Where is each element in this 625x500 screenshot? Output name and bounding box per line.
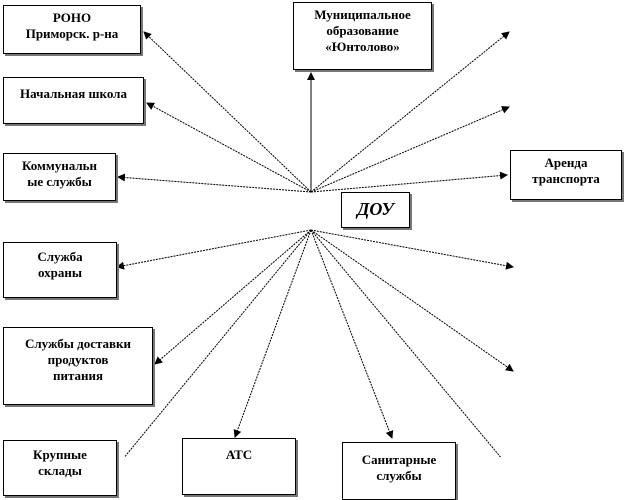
node-label: питания	[52, 368, 104, 383]
arrow-right-3	[310, 229, 514, 270]
center-label: ДОУ	[357, 199, 394, 219]
node-label: образование	[326, 23, 399, 38]
node-label: Приморск. р-на	[25, 26, 119, 41]
node-school: Начальная школа	[3, 77, 144, 124]
arrow-sanitary	[310, 229, 394, 439]
node-label: Аренда	[544, 155, 588, 170]
arrow-transport	[310, 171, 508, 193]
node-label: охраны	[37, 265, 83, 280]
node-rono: РОНО Приморск. р-на	[3, 5, 141, 54]
node-label: продуктов	[47, 352, 109, 367]
node-sanitary: Санитарные службы	[342, 442, 456, 500]
node-label: склады	[38, 463, 82, 478]
node-label: Начальная школа	[20, 86, 127, 101]
node-label: Коммунальн	[21, 158, 97, 173]
center-node-dou: ДОУ	[341, 192, 410, 228]
node-label: РОНО	[52, 10, 92, 25]
node-transport: Аренда транспорта	[510, 150, 622, 200]
node-delivery: Службы доставки продуктов питания	[3, 327, 153, 405]
arrow-right-1	[310, 31, 510, 193]
arrow-right-2	[310, 106, 510, 193]
arrow-school	[146, 102, 312, 193]
arrow-right-5	[310, 229, 502, 457]
node-communal: Коммунальн ые службы	[3, 153, 116, 201]
node-label: службы	[376, 468, 422, 483]
node-label: ые службы	[27, 174, 92, 189]
arrow-warehouses	[123, 229, 312, 457]
node-warehouses: Крупные склады	[3, 440, 117, 496]
node-label: Служба	[37, 249, 83, 264]
arrow-security	[116, 229, 312, 270]
node-label: Муниципальное	[314, 7, 411, 22]
node-label: транспорта	[532, 171, 600, 186]
arrow-right-4	[310, 229, 514, 372]
node-security: Служба охраны	[3, 242, 117, 298]
node-label: Службы доставки	[24, 336, 132, 351]
arrow-delivery	[154, 229, 312, 365]
connector-arrows	[116, 31, 514, 457]
node-label: АТС	[225, 447, 253, 462]
arrow-ats	[233, 229, 312, 438]
node-label: Крупные	[33, 447, 87, 462]
node-municipal: Муниципальное образование «Юнтолово»	[293, 2, 432, 70]
node-label: Санитарные	[361, 452, 437, 467]
node-ats: АТС	[182, 438, 296, 495]
node-label: «Юнтолово»	[325, 39, 400, 54]
arrow-rono	[143, 31, 312, 193]
arrow-communal	[117, 173, 312, 193]
